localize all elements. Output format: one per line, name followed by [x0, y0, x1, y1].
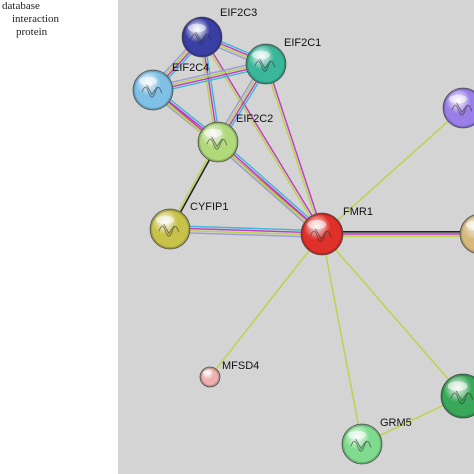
- node-highlight: [188, 23, 206, 33]
- node-rim: [198, 122, 238, 162]
- node-rim: [182, 17, 222, 57]
- node-rim: [301, 213, 343, 255]
- edge-fmr1-node_r2[interactable]: [322, 231, 474, 237]
- edge-line-experimental: [202, 36, 324, 234]
- protein-structure-icon: [309, 227, 332, 243]
- edge-line-textmining: [169, 229, 322, 236]
- node-highlight: [307, 219, 327, 230]
- edge-line-textmining: [321, 107, 464, 235]
- node-rim: [246, 44, 286, 84]
- edge-line-textmining: [209, 233, 323, 378]
- edge-line-textmining: [264, 64, 322, 235]
- node-mfsd4[interactable]: MFSD4: [199, 360, 259, 388]
- edge-line-homology: [169, 231, 322, 238]
- node-eif2c4[interactable]: EIF2C4: [132, 62, 209, 111]
- protein-structure-icon: [254, 58, 276, 72]
- edge-fmr1-mfsd4[interactable]: [209, 233, 323, 378]
- node-highlight: [204, 128, 222, 138]
- edge-eif2c2-fmr1[interactable]: [215, 139, 325, 237]
- edge-fmr1-grm5[interactable]: [321, 233, 363, 445]
- protein-structure-icon: [190, 31, 212, 45]
- protein-structure-icon: [451, 102, 473, 116]
- node-label-mfsd4: MFSD4: [222, 360, 259, 372]
- node-label-eif2c4: EIF2C4: [172, 62, 209, 74]
- node-highlight: [156, 215, 174, 225]
- legend-line-protein: protein: [16, 26, 48, 38]
- node-label-grm5: GRM5: [380, 417, 412, 429]
- node-rim: [443, 88, 474, 128]
- protein-structure-icon: [206, 136, 228, 150]
- node-highlight: [252, 50, 270, 60]
- node-label-fmr1: FMR1: [343, 206, 373, 218]
- node-highlight: [449, 94, 467, 104]
- node-rim: [133, 70, 173, 110]
- protein-structure-icon: [141, 84, 163, 98]
- protein-structure-icon: [450, 389, 474, 405]
- edge-fmr1-node_r1[interactable]: [321, 107, 464, 235]
- node-eif2c3[interactable]: EIF2C3: [181, 7, 257, 58]
- node-highlight: [139, 76, 157, 86]
- node-grm5[interactable]: GRM5: [341, 417, 412, 465]
- legend-line-database: database: [2, 0, 40, 12]
- node-fmr1[interactable]: FMR1: [300, 206, 373, 256]
- node-rim: [150, 209, 190, 249]
- edge-line-textmining: [321, 233, 363, 445]
- edge-line-database: [170, 225, 323, 232]
- edge-fmr1-node_r3[interactable]: [321, 233, 464, 397]
- node-eif2c1[interactable]: EIF2C1: [245, 37, 321, 85]
- edge-line-experimental: [170, 227, 323, 234]
- protein-structure-icon: [350, 438, 372, 452]
- protein-structure-icon: [158, 223, 180, 237]
- node-label-cyfip1: CYFIP1: [190, 201, 229, 213]
- node-node_r1[interactable]: [442, 87, 474, 129]
- node-rim: [342, 424, 382, 464]
- node-highlight: [348, 430, 366, 440]
- edge-line-homology: [215, 143, 321, 237]
- edge-line-textmining: [321, 233, 464, 397]
- node-eif2c2[interactable]: EIF2C2: [197, 113, 273, 163]
- edge-line-experimental: [218, 140, 324, 234]
- node-highlight: [447, 381, 468, 391]
- node-rim: [460, 214, 474, 254]
- node-label-eif2c1: EIF2C1: [284, 37, 321, 49]
- node-rim: [200, 367, 220, 387]
- node-node_r2[interactable]: [459, 214, 474, 254]
- node-node_r3[interactable]: [440, 373, 474, 419]
- node-rim: [441, 374, 474, 418]
- node-highlight: [466, 220, 474, 230]
- legend-line-interaction: interaction: [12, 13, 60, 25]
- edge-line-database: [219, 139, 325, 233]
- edge-line-textmining: [216, 142, 322, 236]
- edge-line-experimental: [266, 63, 324, 234]
- legend: database interaction protein: [0, 0, 100, 39]
- node-label-eif2c3: EIF2C3: [220, 7, 257, 19]
- edge-cyfip1-fmr1[interactable]: [169, 225, 323, 238]
- node-label-eif2c2: EIF2C2: [236, 113, 273, 125]
- node-highlight: [203, 370, 212, 375]
- node-cyfip1[interactable]: CYFIP1: [149, 201, 229, 250]
- edge-eif2c1-fmr1[interactable]: [264, 63, 324, 235]
